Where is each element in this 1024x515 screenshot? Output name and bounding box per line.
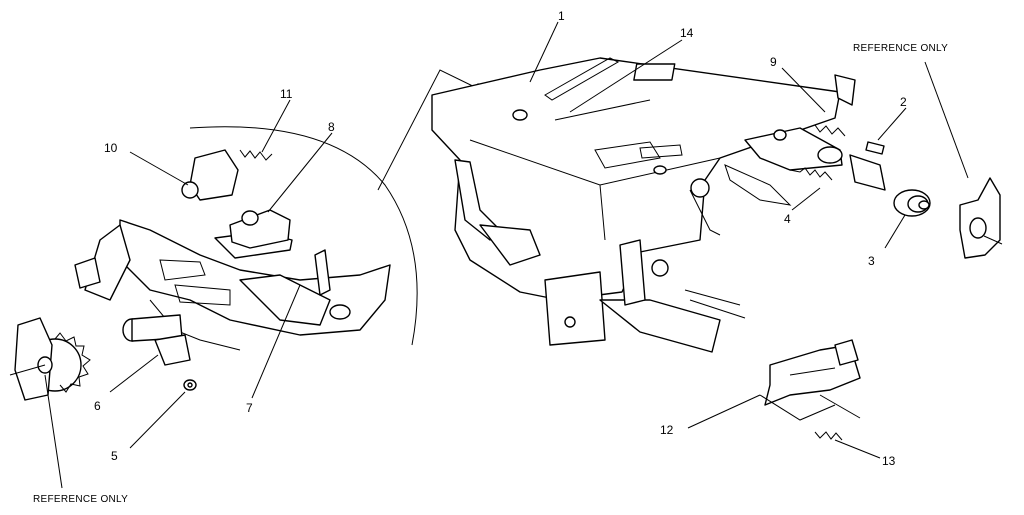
part-6-shaft: [122, 314, 191, 366]
part-13-spring: [814, 431, 843, 441]
callout-12: 12: [660, 423, 674, 437]
part-5-screw: [183, 379, 197, 391]
part-4-spring: [789, 167, 833, 181]
reference-gear-bottom-left: [9, 317, 91, 401]
part-3-bushing: [893, 189, 931, 217]
callout-7: 7: [246, 401, 253, 415]
leader-lines: [44, 21, 969, 489]
callout-1: 1: [558, 9, 565, 23]
callout-10: 10: [104, 141, 118, 155]
reference-only-label-top-right: REFERENCE ONLY: [853, 43, 948, 54]
reference-only-label-bottom-left: REFERENCE ONLY: [33, 494, 128, 505]
part-10-bracket: [181, 149, 239, 201]
detail-pointer-line: [377, 69, 486, 191]
part-2-clip: [865, 141, 885, 155]
callout-9: 9: [770, 55, 777, 69]
right-upper-assembly: [689, 74, 886, 236]
callout-2: 2: [900, 95, 907, 109]
callout-5: 5: [111, 449, 118, 463]
reference-gear-top-right: [959, 177, 1003, 259]
part-8-bracket: [229, 209, 291, 249]
part-11-spring: [239, 149, 273, 161]
part-12-lever-assembly: [759, 339, 861, 421]
main-frame: [431, 57, 841, 353]
part-9-spring: [814, 124, 846, 137]
callout-4: 4: [784, 212, 791, 226]
callout-8: 8: [328, 120, 335, 134]
detail-circle-arc: [189, 126, 418, 346]
callout-11: 11: [280, 87, 293, 101]
callout-13: 13: [882, 454, 896, 468]
callout-6: 6: [94, 399, 101, 413]
callout-14: 14: [680, 26, 694, 40]
callout-3: 3: [868, 254, 875, 268]
